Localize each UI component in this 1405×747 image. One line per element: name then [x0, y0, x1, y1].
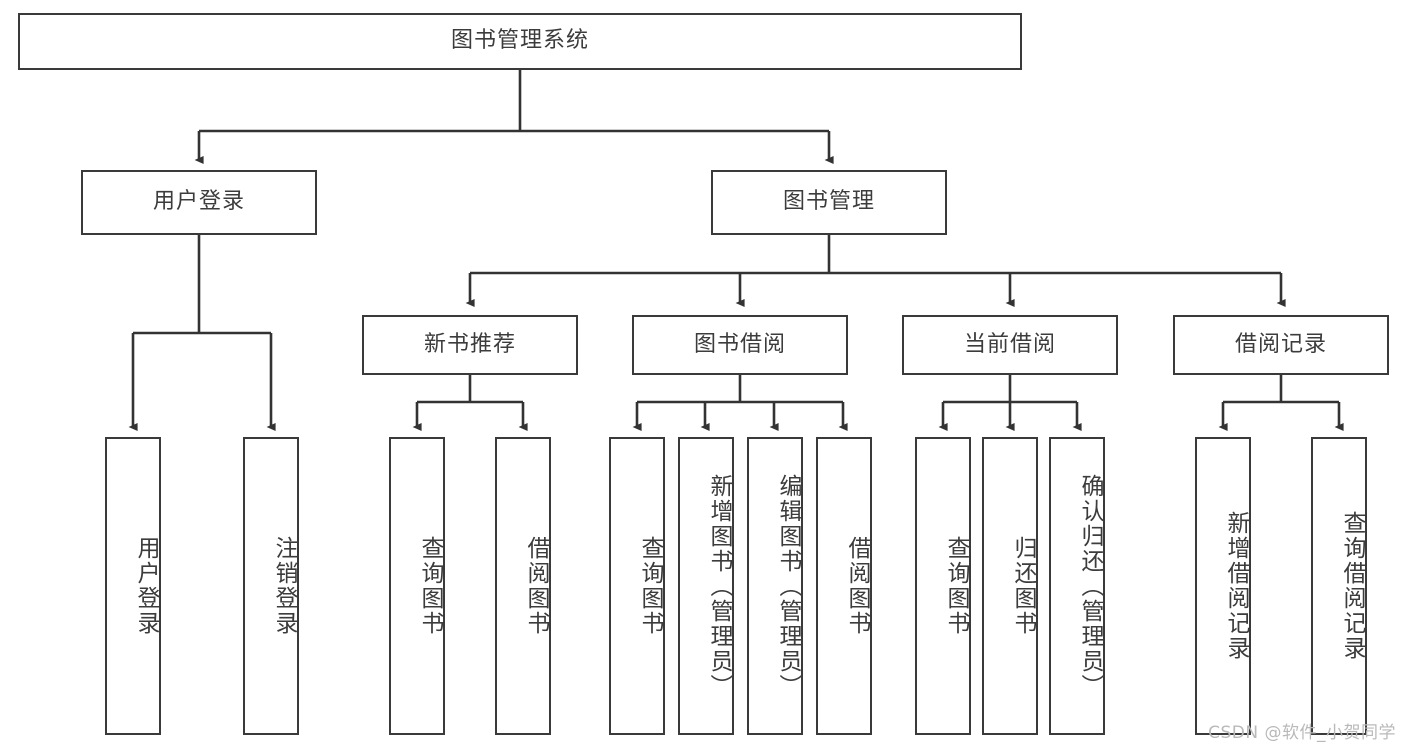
node-label: 图书管理系统 [450, 28, 589, 54]
leaf-book-borrow-add-admin[interactable]: 新增图书（管理员） [678, 437, 734, 735]
node-label: 查询图书 [943, 536, 969, 636]
node-root-book-management-system[interactable]: 图书管理系统 [18, 13, 1022, 70]
node-label: 归还图书 [1010, 536, 1036, 636]
node-label: 新书推荐 [423, 331, 516, 357]
node-label: 查询图书 [637, 536, 663, 636]
leaf-borrow-record-query[interactable]: 查询借阅记录 [1311, 437, 1367, 735]
node-book-borrow[interactable]: 图书借阅 [632, 315, 848, 375]
leaf-current-borrow-query[interactable]: 查询图书 [915, 437, 971, 735]
leaf-book-borrow-borrow[interactable]: 借阅图书 [816, 437, 872, 735]
node-label: 借阅图书 [844, 536, 870, 636]
node-borrow-record[interactable]: 借阅记录 [1173, 315, 1389, 375]
leaf-user-login-logout[interactable]: 注销登录 [243, 437, 299, 735]
node-label: 查询借阅记录 [1339, 511, 1365, 661]
node-label: 借阅图书 [523, 536, 549, 636]
node-label: 用户登录 [133, 536, 159, 636]
node-label: 查询图书 [417, 536, 443, 636]
node-book-management[interactable]: 图书管理 [711, 170, 947, 235]
leaf-borrow-record-add[interactable]: 新增借阅记录 [1195, 437, 1251, 735]
node-label: 新增图书（管理员） [706, 473, 732, 699]
leaf-new-book-query[interactable]: 查询图书 [389, 437, 445, 735]
node-user-login[interactable]: 用户登录 [81, 170, 317, 235]
leaf-current-borrow-confirm-admin[interactable]: 确认归还（管理员） [1049, 437, 1105, 735]
leaf-current-borrow-return[interactable]: 归还图书 [982, 437, 1038, 735]
node-label: 编辑图书（管理员） [775, 473, 801, 699]
csdn-watermark: CSDN @软件_小贺同学 [1208, 723, 1396, 743]
leaf-book-borrow-query[interactable]: 查询图书 [609, 437, 665, 735]
leaf-new-book-borrow[interactable]: 借阅图书 [495, 437, 551, 735]
node-label: 图书借阅 [693, 331, 786, 357]
node-label: 确认归还（管理员） [1077, 473, 1103, 699]
leaf-user-login-login[interactable]: 用户登录 [105, 437, 161, 735]
node-label: 注销登录 [271, 536, 297, 636]
node-label: 新增借阅记录 [1223, 511, 1249, 661]
node-current-borrow[interactable]: 当前借阅 [902, 315, 1118, 375]
node-label: 用户登录 [152, 189, 245, 215]
node-label: 图书管理 [782, 189, 875, 215]
node-label: 借阅记录 [1234, 331, 1327, 357]
node-label: 当前借阅 [963, 331, 1056, 357]
leaf-book-borrow-edit-admin[interactable]: 编辑图书（管理员） [747, 437, 803, 735]
node-new-book-recommend[interactable]: 新书推荐 [362, 315, 578, 375]
